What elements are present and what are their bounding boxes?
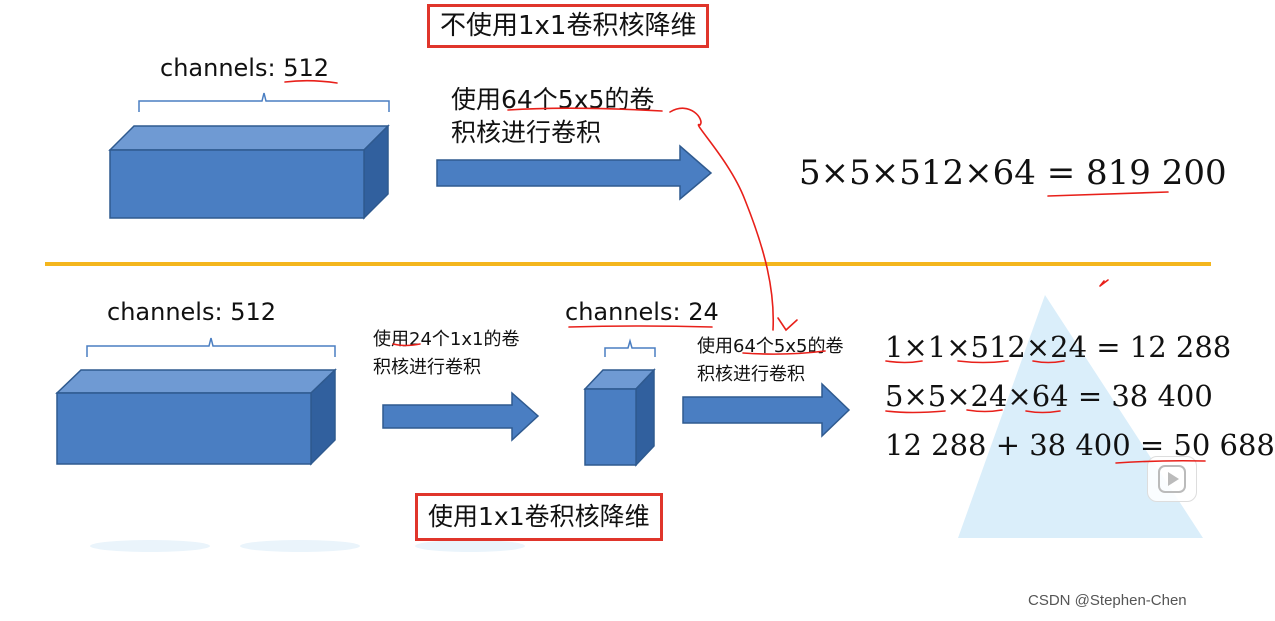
video-watermark-triangle (958, 295, 1203, 538)
underline-819200 (1047, 191, 1169, 197)
bottom-diagram (55, 337, 851, 467)
ghost-shape (90, 540, 210, 552)
channels-bracket-mid (604, 338, 656, 357)
reduced-feature-box (583, 368, 656, 467)
conv1x1-arrow (382, 391, 540, 442)
bottom-eq3: 12 288 + 38 400 = 50 688 (885, 428, 1275, 462)
play-icon (1158, 465, 1186, 493)
underline-24-op (392, 343, 421, 347)
bottom-channels-left: channels: 512 (107, 298, 276, 326)
video-play-button[interactable] (1147, 456, 1197, 502)
top-channels-label: channels: 512 (160, 54, 329, 82)
bottom-title-box: 使用1x1卷积核降维 (415, 493, 663, 541)
top-op-line2: 积核进行卷积 (451, 118, 602, 147)
background-decor (0, 295, 1238, 552)
bottom-op1-line2: 积核进行卷积 (373, 357, 481, 378)
underline-50688 (1115, 459, 1206, 464)
conv-arrow (436, 144, 713, 201)
underline-512-top (284, 79, 338, 84)
watermark: CSDN @Stephen-Chen (1028, 592, 1187, 609)
bottom-op2-line2: 积核进行卷积 (697, 364, 805, 385)
bottom-eq1: 1×1×512×24 = 12 288 (885, 330, 1232, 364)
top-title: 不使用1x1卷积核降维 (440, 11, 697, 41)
input-feature-box-bottom (55, 368, 337, 466)
ghost-shape (240, 540, 360, 552)
underline-channels-24 (568, 325, 713, 328)
curve-arrowhead (777, 317, 798, 332)
underline-eq1-512 (957, 360, 1009, 364)
underline-eq2-5x5 (885, 410, 946, 414)
channels-bracket-left (86, 337, 336, 357)
top-title-box: 不使用1x1卷积核降维 (427, 4, 710, 48)
bottom-op2-line1: 使用64个5x5的卷 (697, 336, 844, 357)
pen-cursor-mark (1099, 279, 1109, 287)
channels-bracket (138, 92, 390, 112)
video-area-bottom-edge (0, 538, 1238, 546)
underline-eq2-24 (966, 409, 1003, 413)
underline-eq1-1x1 (885, 360, 923, 364)
top-diagram (108, 92, 713, 220)
section-divider (45, 262, 1211, 266)
curve-connector (669, 107, 775, 331)
bottom-eq2: 5×5×24×64 = 38 400 (885, 379, 1213, 413)
red-annotations (284, 79, 1206, 464)
underline-64x5x5 (507, 107, 663, 112)
bottom-title: 使用1x1卷积核降维 (428, 502, 650, 531)
underline-64x5x5-bottom (742, 350, 826, 355)
bottom-channels-mid: channels: 24 (565, 298, 719, 326)
top-equation: 5×5×512×64 = 819 200 (799, 153, 1227, 193)
input-feature-box (108, 124, 390, 220)
underline-eq1-24 (1032, 360, 1065, 364)
ghost-shape (415, 540, 525, 552)
conv5x5-arrow (682, 382, 851, 438)
underline-eq2-64 (1025, 410, 1061, 414)
